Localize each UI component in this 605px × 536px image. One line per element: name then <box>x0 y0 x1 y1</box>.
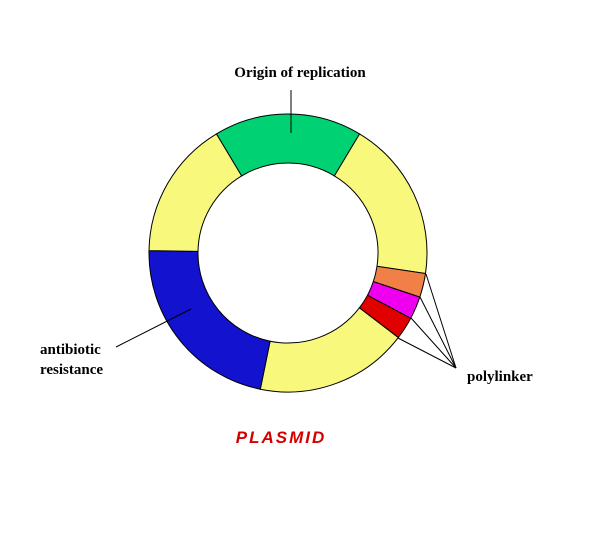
label-antibiotic-resistance: antibiotic resistance <box>40 340 103 380</box>
segment-origin-of-replication <box>215 113 361 177</box>
diagram-title: PLASMID <box>235 428 327 447</box>
polylinker-leader-line-2 <box>419 296 457 369</box>
segment-antibiotic-resistance <box>148 250 271 390</box>
antibiotic-leader-line <box>115 308 192 348</box>
label-antibiotic-resistance-line2: resistance <box>40 362 104 378</box>
polylinker-leader-line-3 <box>410 317 457 369</box>
polylinker-leader-line-4 <box>397 337 457 369</box>
polylinker-leader-line-1 <box>425 273 457 369</box>
segment-backbone-left <box>148 133 243 252</box>
label-antibiotic-resistance-line1: antibiotic <box>40 342 101 358</box>
label-origin-of-replication: Origin of replication <box>234 65 366 81</box>
label-polylinker: polylinker <box>467 369 533 385</box>
segment-backbone-right <box>333 133 428 275</box>
